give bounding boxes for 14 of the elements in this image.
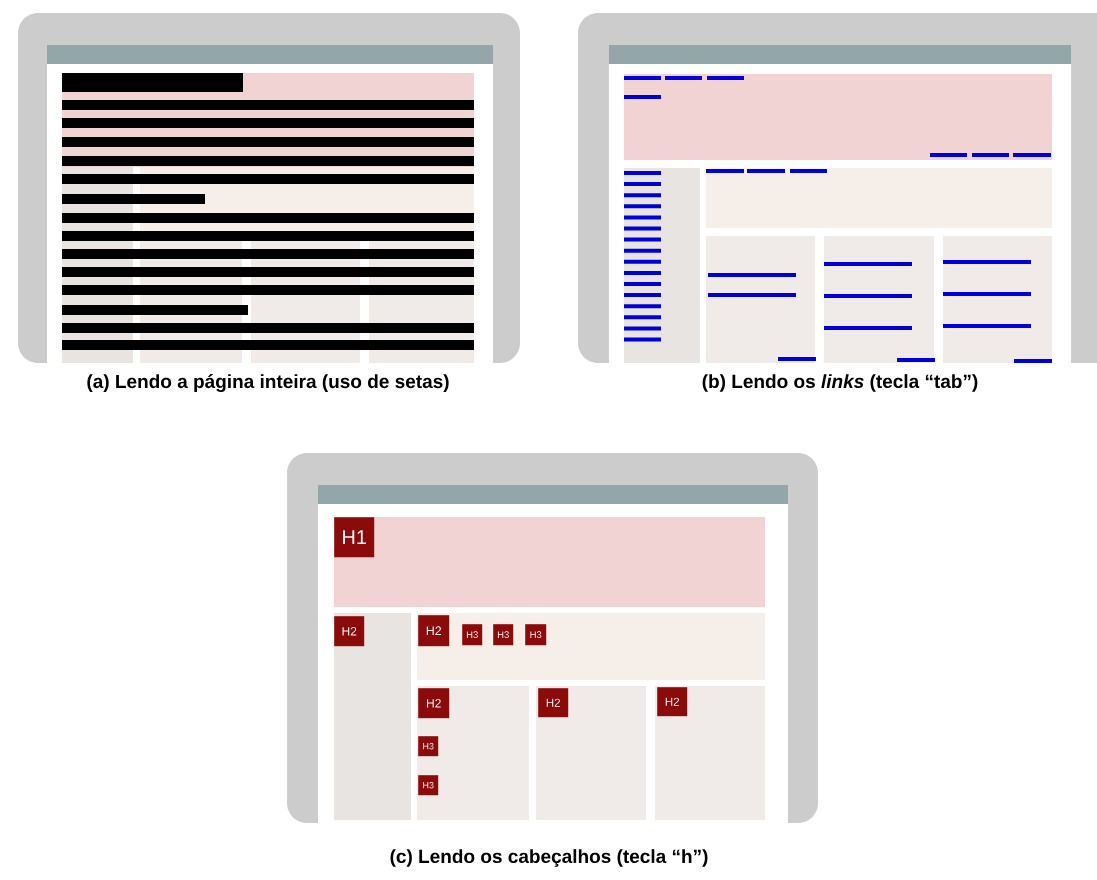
heading-badge: H2 [418, 688, 450, 719]
caption: (b) Lendo os links (tecla “tab”) [702, 374, 978, 392]
heading-badge: H3 [462, 624, 483, 646]
heading-badge: H2 [418, 615, 450, 647]
heading-badge: H2 [538, 688, 569, 718]
caption: (a) Lendo a página inteira (uso de setas) [87, 374, 449, 392]
heading-badge: H3 [493, 624, 514, 646]
heading-badge: H2 [657, 687, 688, 717]
heading-badge: H3 [525, 624, 547, 646]
caption: (c) Lendo os cabeçalhos (tecla “h”) [390, 849, 708, 867]
heading-badge: H3 [418, 775, 439, 796]
heading-badge: H2 [334, 616, 365, 647]
heading-badge: H1 [334, 517, 375, 558]
heading-badge: H3 [418, 736, 439, 757]
